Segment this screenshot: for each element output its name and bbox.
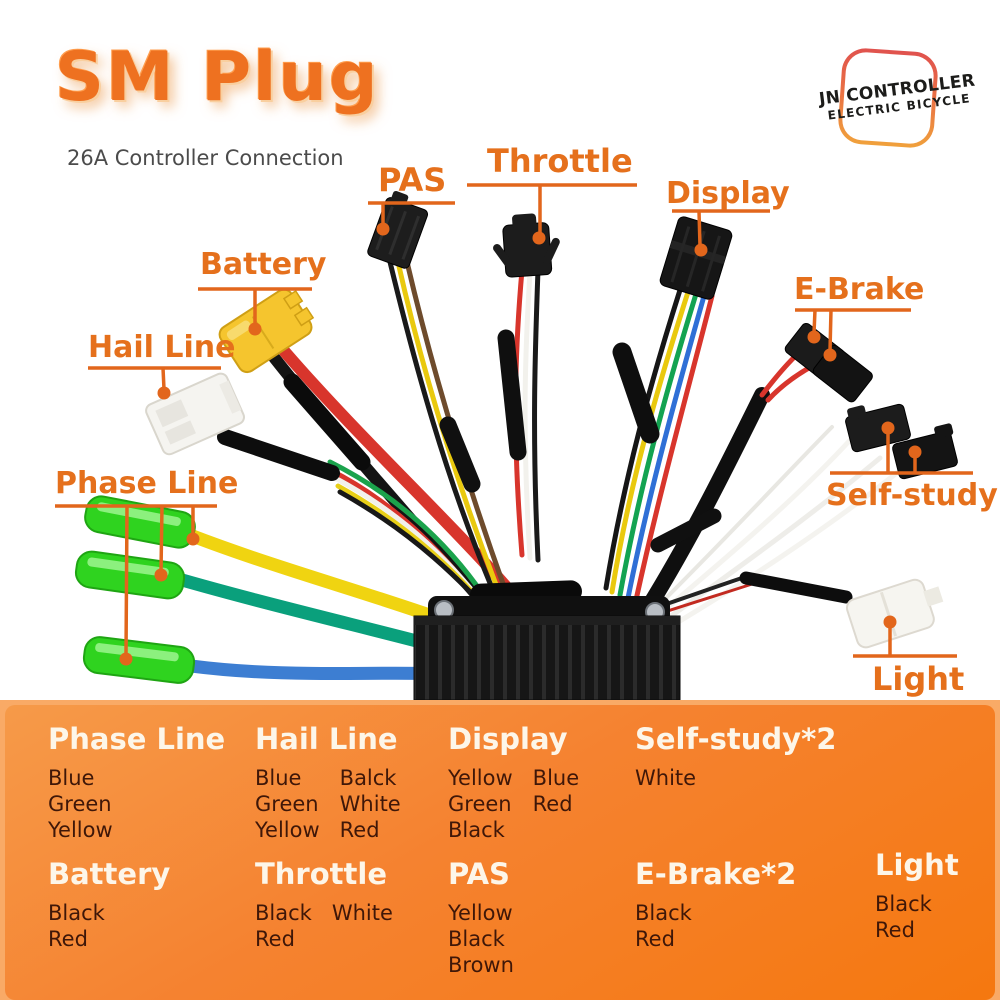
callout-ebrake: E-Brake [794, 272, 925, 307]
callout-throttle: Throttle [487, 142, 633, 180]
callout-battery: Battery [200, 247, 327, 282]
legend-section-phase-line: Phase Line Blue Green Yellow [48, 722, 226, 842]
legend-section-hail-line: Hail Line Blue Green Yellow Balck White … [255, 722, 401, 842]
callout-hail-line: Hail Line [88, 330, 236, 365]
phase-cap-icon [82, 636, 196, 684]
legend-section-throttle: Throttle Black Red White [255, 857, 393, 951]
battery-connector-icon [218, 288, 315, 374]
callout-self-study: Self-study [826, 478, 998, 513]
pas-connector-icon [367, 190, 429, 269]
page-subtitle: 26A Controller Connection [67, 146, 344, 170]
self-study-connector-icon [845, 403, 958, 480]
callout-phase-line: Phase Line [55, 466, 239, 501]
self-study-wires [648, 425, 901, 633]
legend-section-pas: PAS Yellow Black Brown [448, 857, 514, 977]
phase-cap-icon [84, 495, 196, 549]
legend-section-battery: Battery Black Red [48, 857, 171, 951]
legend-section-self-study: Self-study*2 White [635, 722, 837, 790]
hail-line-connector-icon [145, 372, 245, 456]
callout-display: Display [666, 176, 790, 211]
display-connector-icon [659, 216, 733, 300]
legend-section-display: Display Yellow Green Black Blue Red [448, 722, 580, 842]
display-wires [603, 287, 715, 603]
throttle-connector-icon [493, 213, 560, 278]
light-connector-icon [845, 578, 944, 649]
callout-pointer-lines [55, 183, 973, 666]
throttle-wires [497, 267, 541, 563]
phase-cap-icon [74, 550, 186, 600]
controller-box [413, 580, 681, 701]
callout-pas: PAS [378, 161, 447, 199]
legend-section-light: Light Black Red [875, 848, 959, 942]
callout-light: Light [872, 660, 965, 698]
page-title: SM Plug [55, 38, 380, 117]
legend-section-ebrake: E-Brake*2 Black Red [635, 857, 797, 951]
legend-panel: Phase Line Blue Green Yellow Hail Line B… [0, 700, 1000, 1000]
pas-wires [387, 259, 509, 595]
